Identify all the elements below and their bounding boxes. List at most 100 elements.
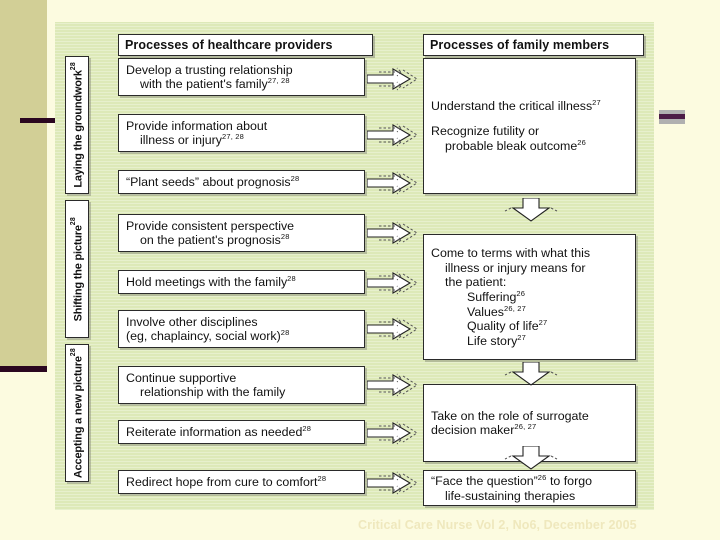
column-header-providers: Processes of healthcare providers (118, 34, 373, 56)
family-box-line-ref: 26 (577, 137, 587, 147)
family-box-line: Recognize futility or (431, 124, 629, 139)
provider-box-line2: with the patient's family (140, 77, 268, 92)
family-box-4: “Face the question”26 to forgo life-sust… (423, 470, 636, 506)
family-box-line-ref: 27 (592, 98, 601, 108)
family-box-line: “Face the question”26 to forgo (431, 472, 629, 489)
family-box-line: the patient: (431, 275, 629, 290)
provider-box-line1: Develop a trusting relationship (126, 62, 293, 77)
provider-box-8: Reiterate information as needed28 (118, 420, 365, 444)
family-box-line: Understand the critical illness27 (431, 99, 629, 114)
family-box-line: decision maker26, 27 (431, 423, 629, 438)
family-box-line-text: Suffering (467, 290, 517, 305)
connector-arrow-right-5 (367, 271, 418, 295)
family-box-line: Take on the role of surrogate (431, 409, 629, 424)
provider-box-ref: 28 (302, 424, 312, 434)
provider-box-line1: Continue supportive (126, 370, 237, 385)
stage-label-shifting-the-picture: Shifting the picture28 (65, 200, 89, 338)
stage-label-ref: 28 (69, 216, 77, 225)
family-box-1: Understand the critical illness27 Recogn… (423, 58, 636, 194)
family-box-line-suffix: to forgo (546, 473, 592, 488)
family-box-line-ref: 26, 27 (503, 303, 527, 313)
family-box-line-ref: 27 (517, 333, 527, 343)
stage-label-laying-the-groundwork: Laying the groundwork28 (65, 56, 89, 194)
provider-box-line2: relationship with the family (140, 385, 286, 400)
family-box-line-text: illness or injury means for (445, 260, 586, 275)
flow-arrow-down-2 (504, 362, 558, 386)
provider-box-ref: 28 (290, 174, 300, 184)
stage-label-text: Accepting a new picture (72, 356, 85, 479)
family-box-line-ref: 26, 27 (514, 422, 537, 432)
slide-left-accent-bar (0, 0, 47, 372)
flow-arrow-down-1 (504, 198, 558, 222)
provider-box-line1: Redirect hope from cure to comfort (126, 475, 318, 490)
provider-box-line1: Reiterate information as needed (126, 425, 303, 440)
provider-box-6: Involve other disciplines (eg, chaplainc… (118, 310, 365, 348)
family-box-line-text: Values (467, 304, 504, 319)
connector-arrow-right-6 (367, 317, 418, 341)
slide-left-tick-mark (20, 118, 67, 123)
provider-box-ref: 28 (287, 274, 296, 284)
family-box-line: Quality of life27 (431, 319, 629, 334)
provider-box-line2: on the patient's prognosis (140, 233, 281, 248)
stage-label-ref: 28 (69, 347, 77, 357)
provider-box-2: Provide information about illness or inj… (118, 114, 365, 152)
provider-box-line2: (eg, chaplaincy, social work) (126, 329, 281, 344)
provider-box-1: Develop a trusting relationship with the… (118, 58, 365, 96)
family-box-line-text: Take on the role of surrogate (431, 408, 589, 423)
family-box-line: probable bleak outcome26 (431, 137, 629, 154)
stage-label-text: Laying the groundwork (72, 70, 85, 188)
family-box-line: illness or injury means for (431, 261, 629, 276)
connector-arrow-right-3 (367, 171, 418, 195)
connector-arrow-right-7 (367, 373, 418, 397)
family-box-line-text: probable bleak outcome (445, 138, 578, 153)
provider-box-5: Hold meetings with the family28 (118, 270, 365, 294)
slide-footer-citation: Critical Care Nurse Vol 2, No6, December… (358, 518, 637, 532)
family-box-line-text: Come to terms with what this (431, 246, 591, 261)
stage-label-text: Shifting the picture (72, 224, 85, 322)
provider-box-ref: 27, 28 (221, 132, 245, 142)
connector-arrow-right-1 (367, 67, 418, 91)
family-box-line: Values26, 27 (431, 303, 629, 320)
provider-box-9: Redirect hope from cure to comfort28 (118, 470, 365, 494)
family-box-line-text: Understand the critical illness (431, 99, 593, 114)
connector-arrow-right-4 (367, 221, 418, 245)
stage-label-ref: 28 (69, 62, 77, 71)
family-box-line-ref: 27 (538, 318, 548, 328)
family-box-2: Come to terms with what this illness or … (423, 234, 636, 360)
stage-label-accepting-a-new-picture: Accepting a new picture28 (65, 344, 89, 482)
slide-left-bottom-rule (0, 366, 47, 372)
provider-box-7: Continue supportive relationship with th… (118, 366, 365, 404)
family-box-line-text: Recognize futility or (431, 124, 540, 139)
provider-box-4: Provide consistent perspective on the pa… (118, 214, 365, 252)
provider-box-3: “Plant seeds” about prognosis28 (118, 170, 365, 194)
connector-arrow-right-2 (367, 123, 418, 147)
provider-box-line1: Provide information about (126, 118, 268, 133)
connector-arrow-right-8 (367, 421, 418, 445)
family-box-line: Come to terms with what this (431, 246, 629, 261)
provider-box-line1: “Plant seeds” about prognosis (126, 175, 291, 190)
provider-box-line2: illness or injury (140, 133, 222, 148)
flow-arrow-down-3 (504, 446, 558, 470)
figure-panel: Processes of healthcare providers Proces… (55, 22, 654, 510)
provider-box-ref: 28 (280, 328, 290, 338)
family-box-line-text: life-sustaining therapies (445, 488, 576, 503)
provider-box-ref: 28 (280, 232, 290, 242)
family-box-line-text: Quality of life (467, 319, 539, 334)
provider-box-ref: 27, 28 (267, 76, 290, 86)
provider-box-line1: Involve other disciplines (126, 314, 258, 329)
slide-right-accent-stripe (659, 114, 685, 119)
family-box-line-ref: 26 (516, 288, 526, 298)
family-box-line-ref: 26 (537, 472, 547, 482)
family-box-line-text: the patient: (445, 275, 507, 290)
family-box-line: life-sustaining therapies (431, 489, 629, 504)
column-header-family: Processes of family members (423, 34, 644, 56)
provider-box-line1: Provide consistent perspective (126, 218, 295, 233)
provider-box-ref: 28 (317, 474, 327, 484)
family-box-line-text: decision maker (431, 423, 515, 438)
family-box-line: Life story27 (431, 333, 629, 349)
family-box-line-text: “Face the question” (431, 473, 538, 488)
family-box-line-text: Life story (467, 334, 518, 349)
family-box-line: Suffering26 (431, 288, 629, 305)
connector-arrow-right-9 (367, 471, 418, 495)
provider-box-line1: Hold meetings with the family (126, 275, 288, 290)
